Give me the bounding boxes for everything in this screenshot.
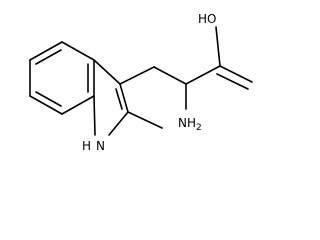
bond [127, 111, 163, 129]
pyrrole-ring [93, 59, 129, 136]
bond [61, 41, 95, 61]
bond [215, 26, 221, 67]
bond [93, 95, 96, 136]
side-chain [119, 26, 253, 129]
bond [119, 66, 155, 85]
bond [29, 41, 63, 61]
amine-nh: NH [178, 116, 196, 130]
bond [61, 95, 95, 115]
indole-nh-label: H [82, 139, 91, 153]
double-bond-inner [35, 49, 62, 65]
amine-subscript: 2 [196, 123, 202, 133]
hydroxyl-label: HO [198, 12, 216, 26]
bond [29, 95, 63, 115]
indole-n-label: N [96, 139, 105, 153]
structure-diagram: HO NH2 H N [29, 12, 253, 153]
bond [119, 83, 129, 113]
bond [219, 65, 253, 83]
bond [185, 65, 221, 85]
bond [153, 66, 187, 85]
bond [93, 59, 121, 85]
benzene-ring [29, 41, 95, 115]
amine-label: NH2 [178, 116, 202, 133]
double-bond-inner [35, 91, 62, 107]
bond [108, 111, 129, 136]
double-bond-inner [216, 73, 249, 90]
double-bond-inner [115, 88, 123, 110]
